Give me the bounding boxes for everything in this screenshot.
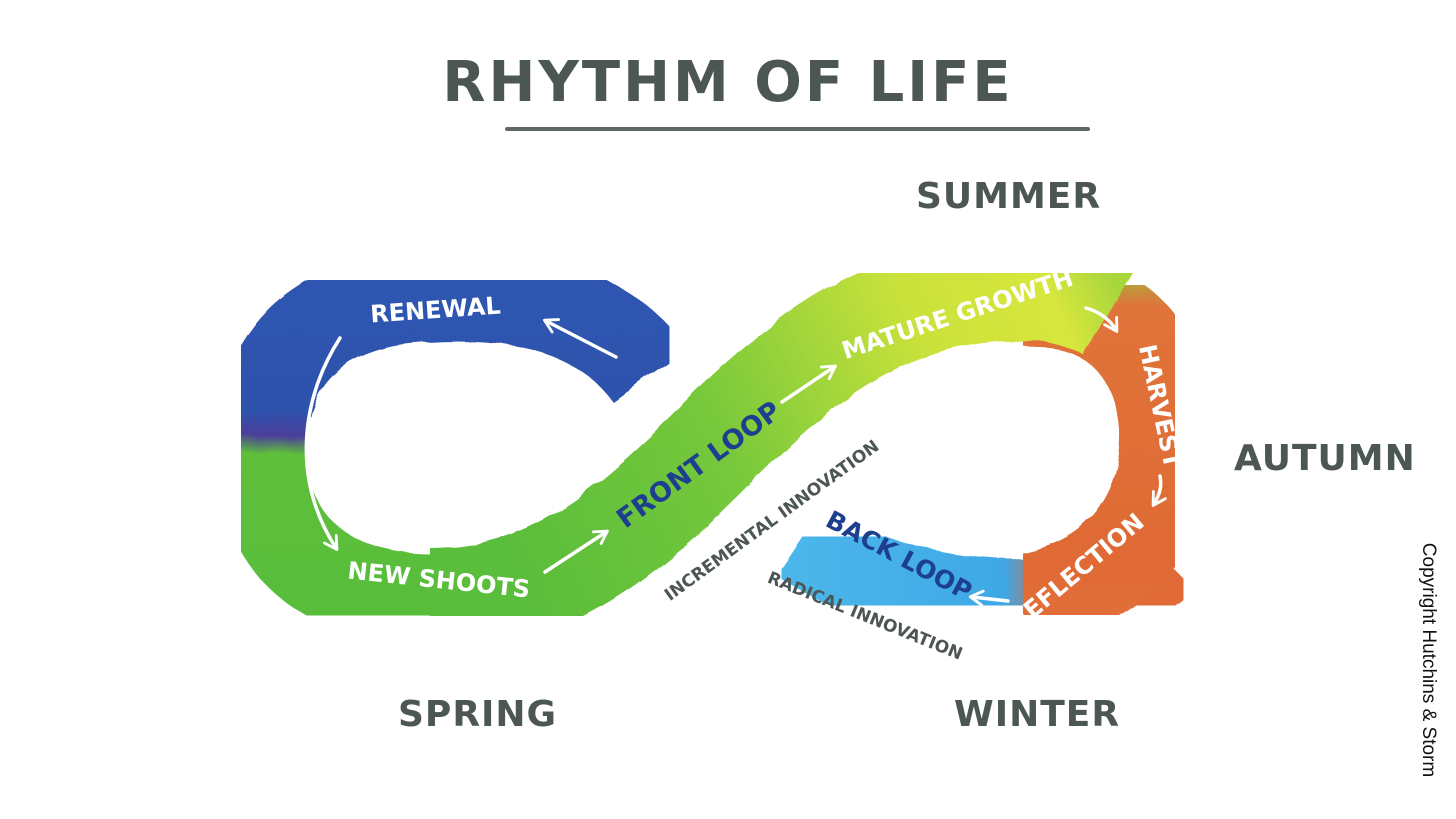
arrow-down-left xyxy=(304,336,342,551)
season-spring: SPRING xyxy=(398,694,558,735)
season-autumn: AUTUMN xyxy=(1234,438,1416,479)
season-summer: SUMMER xyxy=(916,176,1102,217)
arrow-harvest xyxy=(1151,474,1167,507)
arrow-mature xyxy=(1084,306,1119,333)
front-loop-band xyxy=(428,236,1137,652)
arrow-reflection xyxy=(968,589,1010,607)
arrow-renewal xyxy=(543,318,618,359)
page-title: RHYTHM OF LIFE xyxy=(442,50,1014,115)
title-underline xyxy=(505,127,1090,131)
arrow-front-loop xyxy=(780,364,837,404)
arrow-new-shoots xyxy=(543,529,609,574)
copyright-notice: Copyright Hutchins & Storm xyxy=(1418,542,1439,778)
season-winter: WINTER xyxy=(954,694,1121,735)
